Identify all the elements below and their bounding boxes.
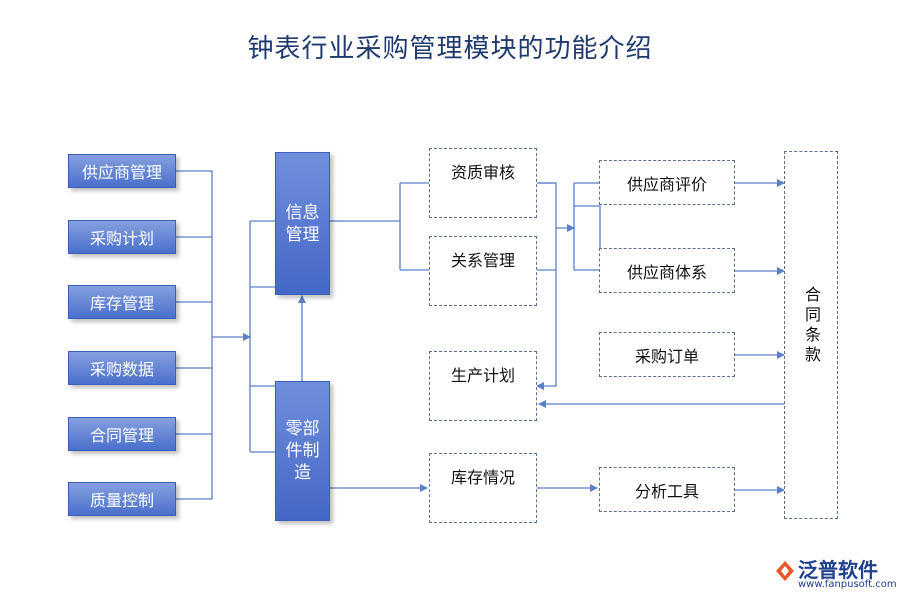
qualification-review-box: 资质审核 [429,148,537,218]
connector [536,182,557,390]
supplier-system-box: 供应商体系 [599,248,735,293]
inventory-status-box: 库存情况 [429,453,537,523]
relationship-management-box: 关系管理 [429,236,537,306]
info-management-box: 信息管理 [275,152,330,295]
brand-name: 泛普软件 [798,558,878,582]
purchase-data-box: 采购数据 [68,351,176,385]
brand-logo: 泛普软件 www.fanpusoft.com [774,554,897,594]
parts-manufacturing-box: 零部件制造 [275,381,330,521]
supplier-evaluation-box: 供应商评价 [599,160,735,205]
page-title: 钟表行业采购管理模块的功能介绍 [247,34,653,64]
inventory-management-box: 库存管理 [68,285,176,319]
brand-icon [776,561,794,581]
purchase-plan-box: 采购计划 [68,220,176,254]
analysis-tools-box: 分析工具 [599,467,735,512]
brand-url: www.fanpusoft.com [798,579,897,590]
quality-control-box: 质量控制 [68,482,176,516]
contract-terms-label: 合同条款 [802,286,821,366]
connector [176,170,213,500]
connector [574,205,601,255]
contract-terms-box: 合同条款 [784,151,838,519]
contract-management-box: 合同管理 [68,417,176,451]
production-plan-box: 生产计划 [429,351,537,421]
purchase-order-box: 采购订单 [599,332,735,377]
supplier-management-box: 供应商管理 [68,154,176,188]
